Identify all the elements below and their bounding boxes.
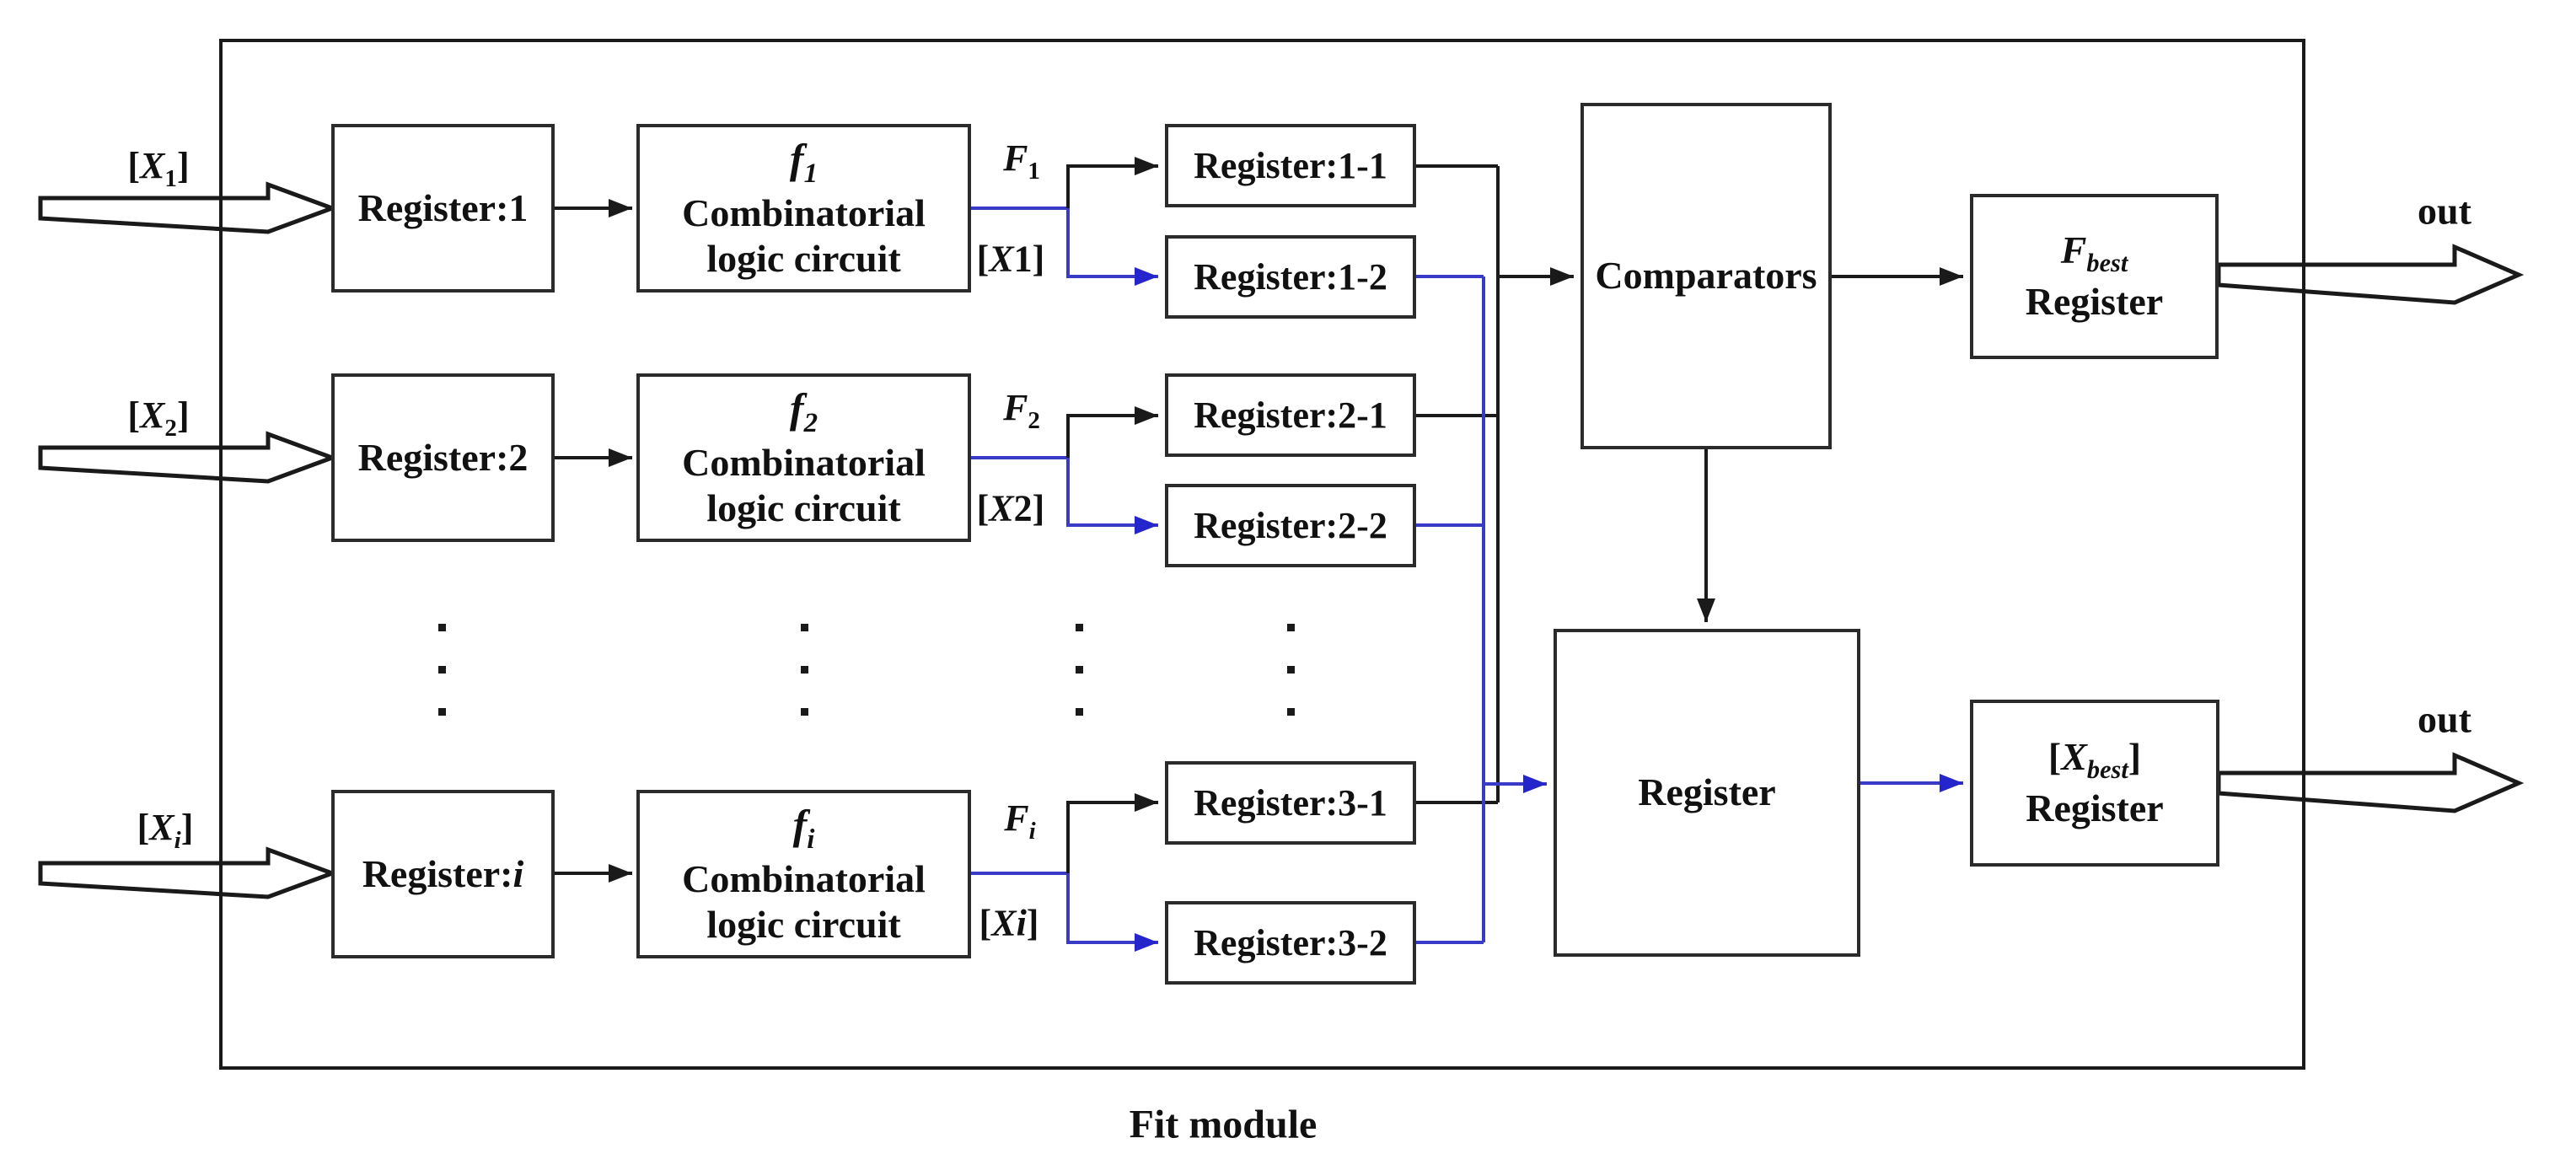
output-arrow-bottom bbox=[2216, 752, 2525, 813]
input-label-x1: [X1] bbox=[127, 145, 190, 192]
wire-label-f1: F1 bbox=[1003, 137, 1040, 185]
xbest-register-box: [Xbest] Register bbox=[1970, 700, 2219, 867]
wire-label-xi: [Xi] bbox=[979, 902, 1039, 944]
output-arrow-top bbox=[2216, 244, 2525, 305]
input-label-xi: [Xi] bbox=[137, 807, 194, 854]
register-3-2-box: Register:3-2 bbox=[1165, 901, 1416, 985]
wire-label-x2: [X2] bbox=[976, 487, 1045, 529]
register-2-1-box: Register:2-1 bbox=[1165, 373, 1416, 457]
ellipsis-dots bbox=[438, 624, 1295, 716]
wire-label-fi: Fi bbox=[1004, 797, 1036, 845]
input-arrow-xi bbox=[38, 846, 339, 899]
register-2-2-box: Register:2-2 bbox=[1165, 484, 1416, 567]
register-1-2-box: Register:1-2 bbox=[1165, 235, 1416, 319]
wire-f1-to-register-1-1 bbox=[1066, 157, 1158, 208]
output-label-top: out bbox=[2418, 189, 2471, 233]
wire-f2-to-register-2-1 bbox=[1066, 406, 1158, 458]
comparators-box: Comparators bbox=[1580, 103, 1832, 449]
wire-fi-to-register-3-1 bbox=[1066, 793, 1158, 873]
register-i-box: Register:i bbox=[331, 790, 555, 958]
wire-x2-to-register-2-2 bbox=[971, 456, 1158, 534]
combinatorial-circuit-i-box: fi Combinatorial logic circuit bbox=[636, 790, 971, 958]
fbest-register-box: Fbest Register bbox=[1970, 194, 2219, 359]
wire-label-x1: [X1] bbox=[976, 238, 1045, 280]
register-1-1-box: Register:1-1 bbox=[1165, 124, 1416, 207]
wire-x1-to-register-1-2 bbox=[971, 207, 1158, 286]
combinatorial-circuit-1-box: f1 Combinatorial logic circuit bbox=[636, 124, 971, 292]
register-1-box: Register:1 bbox=[331, 124, 555, 292]
register-big-box: Register bbox=[1554, 629, 1860, 957]
fit-module-border bbox=[219, 39, 2305, 1070]
input-label-x2: [X2] bbox=[127, 394, 190, 442]
wire-label-f2: F2 bbox=[1003, 387, 1040, 434]
output-label-bottom: out bbox=[2418, 697, 2471, 741]
register-3-1-box: Register:3-1 bbox=[1165, 761, 1416, 845]
combinatorial-circuit-2-box: f2 Combinatorial logic circuit bbox=[636, 373, 971, 542]
wire-xi-to-register-3-2 bbox=[971, 872, 1158, 952]
diagram-caption: Fit module bbox=[1129, 1102, 1318, 1147]
register-2-box: Register:2 bbox=[331, 373, 555, 542]
